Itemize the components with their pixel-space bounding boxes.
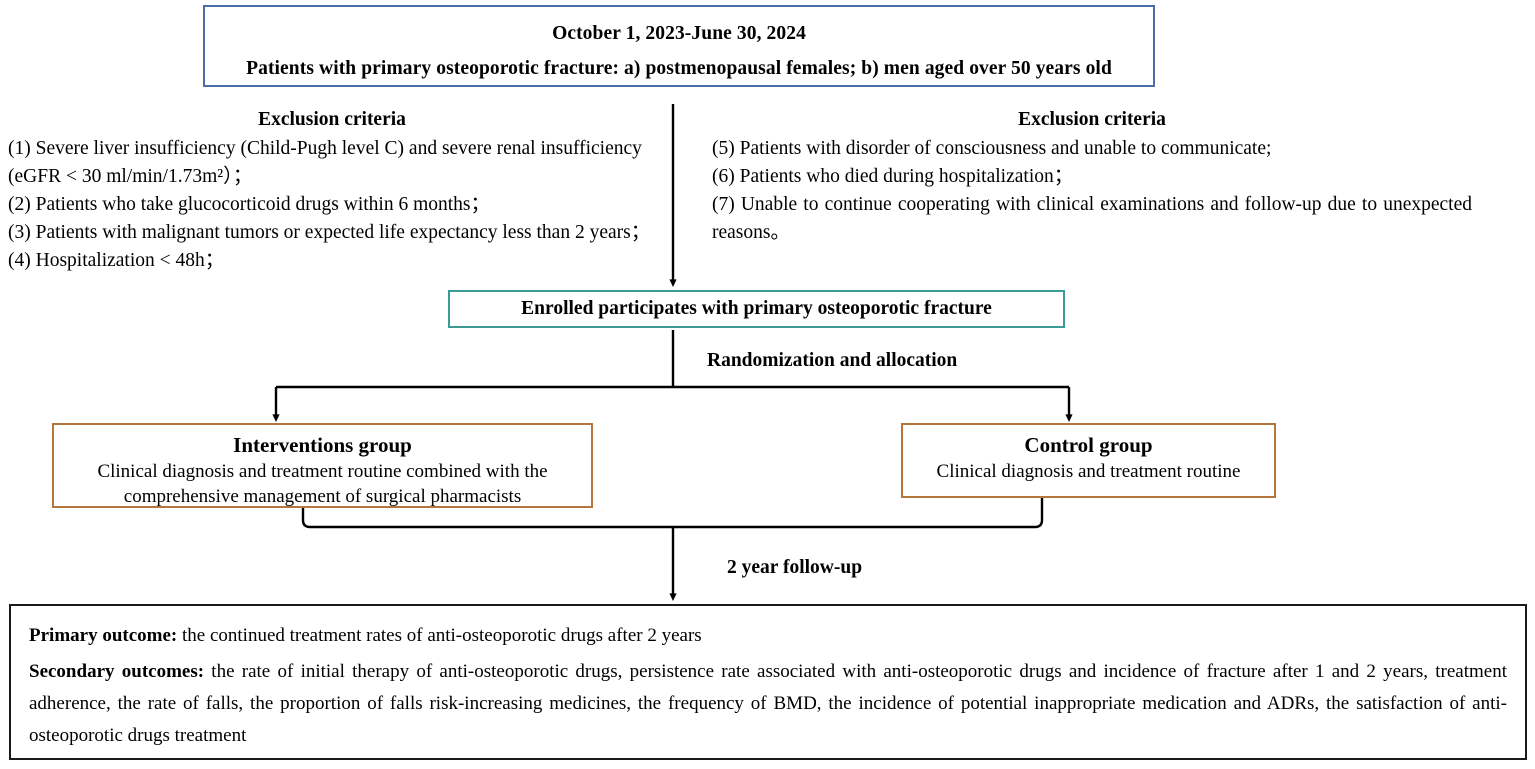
secondary-outcome-text: the rate of initial therapy of anti-oste…: [29, 661, 1507, 746]
randomization-label: Randomization and allocation: [707, 350, 958, 371]
study-period-box: October 1, 2023-June 30, 2024 Patients w…: [203, 5, 1155, 87]
control-group-description: Clinical diagnosis and treatment routine: [936, 461, 1241, 482]
population-line: Patients with primary osteoporotic fract…: [246, 58, 1112, 79]
primary-outcome-line: Primary outcome: the continued treatment…: [29, 620, 1507, 652]
enrolled-participants-label: Enrolled participates with primary osteo…: [521, 298, 992, 319]
followup-label: 2 year follow-up: [727, 557, 863, 578]
interventions-group-title: Interventions group: [233, 433, 412, 457]
enrolled-participants-box: Enrolled participates with primary osteo…: [448, 290, 1065, 328]
control-group-box: Control group Clinical diagnosis and tre…: [901, 423, 1276, 498]
exclusion-left-items: (1) Severe liver insufficiency (Child-Pu…: [8, 135, 656, 275]
exclusion-item: (4) Hospitalization < 48h；: [8, 250, 225, 271]
primary-outcome-text: the continued treatment rates of anti-os…: [177, 625, 702, 646]
exclusion-left-heading: Exclusion criteria: [258, 109, 406, 130]
exclusion-criteria-right: Exclusion criteria (5) Patients with dis…: [712, 107, 1472, 247]
control-group-title: Control group: [1024, 433, 1153, 457]
exclusion-item: (7) Unable to continue cooperating with …: [712, 194, 1472, 243]
exclusion-item: (2) Patients who take glucocorticoid dru…: [8, 194, 491, 215]
exclusion-right-items: (5) Patients with disorder of consciousn…: [712, 135, 1472, 247]
exclusion-right-heading: Exclusion criteria: [1018, 109, 1166, 130]
outcomes-box: Primary outcome: the continued treatment…: [9, 604, 1527, 760]
primary-outcome-label: Primary outcome:: [29, 625, 178, 646]
interventions-group-description: Clinical diagnosis and treatment routine…: [97, 461, 548, 507]
secondary-outcome-line: Secondary outcomes: the rate of initial …: [29, 656, 1507, 752]
secondary-outcome-label: Secondary outcomes:: [29, 661, 205, 682]
exclusion-item: (1) Severe liver insufficiency (Child-Pu…: [8, 138, 642, 187]
exclusion-item: (3) Patients with malignant tumors or ex…: [8, 222, 651, 243]
exclusion-item: (6) Patients who died during hospitaliza…: [712, 166, 1074, 187]
exclusion-criteria-left: Exclusion criteria (1) Severe liver insu…: [8, 107, 656, 275]
exclusion-item: (5) Patients with disorder of consciousn…: [712, 138, 1272, 159]
study-period-line: October 1, 2023-June 30, 2024: [552, 23, 806, 44]
interventions-group-box: Interventions group Clinical diagnosis a…: [52, 423, 593, 508]
